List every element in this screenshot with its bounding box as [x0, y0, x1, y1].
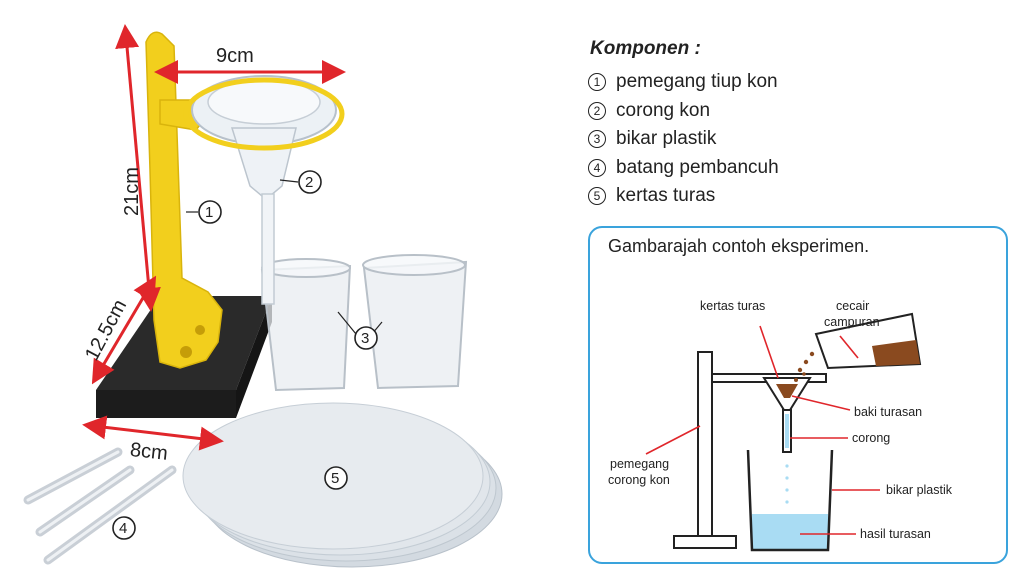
component-number: 3: [588, 130, 606, 149]
dim-base-label: 8cm: [129, 439, 169, 465]
component-label: bikar plastik: [616, 128, 717, 150]
component-number: 5: [588, 187, 606, 206]
label-cecair-2: campuran: [824, 315, 880, 329]
callout-5: 5: [324, 466, 348, 490]
svg-text:5: 5: [331, 470, 339, 487]
filtrate-drips: [785, 464, 789, 504]
component-item: 5 kertas turas: [588, 182, 779, 211]
experiment-title: Gambarajah contoh eksperimen.: [608, 236, 870, 256]
component-item: 1 pemegang tiup kon: [588, 68, 779, 97]
callout-2: 2: [279, 170, 322, 194]
component-label: batang pembancuh: [616, 156, 779, 178]
liquid-drops: [794, 351, 815, 382]
experiment-diagram: kertas turas cecair campuran baki turasa…: [608, 299, 953, 552]
component-item: 3 bikar plastik: [588, 125, 779, 154]
component-number: 4: [588, 158, 606, 177]
label-baki-turasan: baki turasan: [854, 405, 922, 419]
svg-text:1: 1: [205, 204, 213, 221]
label-cecair-1: cecair: [836, 299, 869, 313]
exp-funnel: [762, 377, 812, 453]
svg-text:2: 2: [305, 174, 313, 191]
components-list: 1 pemegang tiup kon 2 corong kon 3 bikar…: [588, 68, 779, 211]
components-title: Komponen :: [590, 38, 701, 59]
callout-3: 3: [337, 311, 383, 350]
label-leaders: [645, 325, 880, 535]
svg-text:4: 4: [119, 520, 127, 537]
dim-width-label: 9cm: [216, 45, 254, 67]
label-bikar: bikar plastik: [886, 483, 953, 497]
label-kertas-turas: kertas turas: [700, 299, 765, 313]
component-number: 1: [588, 73, 606, 92]
plastic-beakers: [260, 254, 468, 392]
component-label: kertas turas: [616, 185, 716, 207]
label-pemegang-1: pemegang: [610, 457, 669, 471]
component-number: 2: [588, 101, 606, 120]
component-item: 4 batang pembancuh: [588, 154, 779, 183]
apparatus-photo: 9cm 21cm 12.5cm 8cm 1 2 3 4 5: [23, 24, 503, 568]
dim-height-label: 21cm: [121, 167, 143, 216]
stirring-rods: [23, 447, 177, 565]
beaker: [746, 449, 834, 552]
label-corong: corong: [852, 431, 890, 445]
label-pemegang-2: corong kon: [608, 473, 670, 487]
pouring-beaker: [814, 312, 922, 370]
callout-1: 1: [186, 200, 222, 224]
component-label: corong kon: [616, 99, 711, 121]
svg-text:3: 3: [361, 330, 369, 347]
callout-4: 4: [112, 516, 136, 540]
yellow-stand: [145, 31, 223, 369]
component-label: pemegang tiup kon: [616, 71, 778, 93]
experiment-diagram-box: Gambarajah contoh eksperimen.: [588, 226, 1008, 564]
label-hasil-turasan: hasil turasan: [860, 527, 931, 541]
component-item: 2 corong kon: [588, 97, 779, 126]
dimension-arrows: [82, 24, 346, 451]
